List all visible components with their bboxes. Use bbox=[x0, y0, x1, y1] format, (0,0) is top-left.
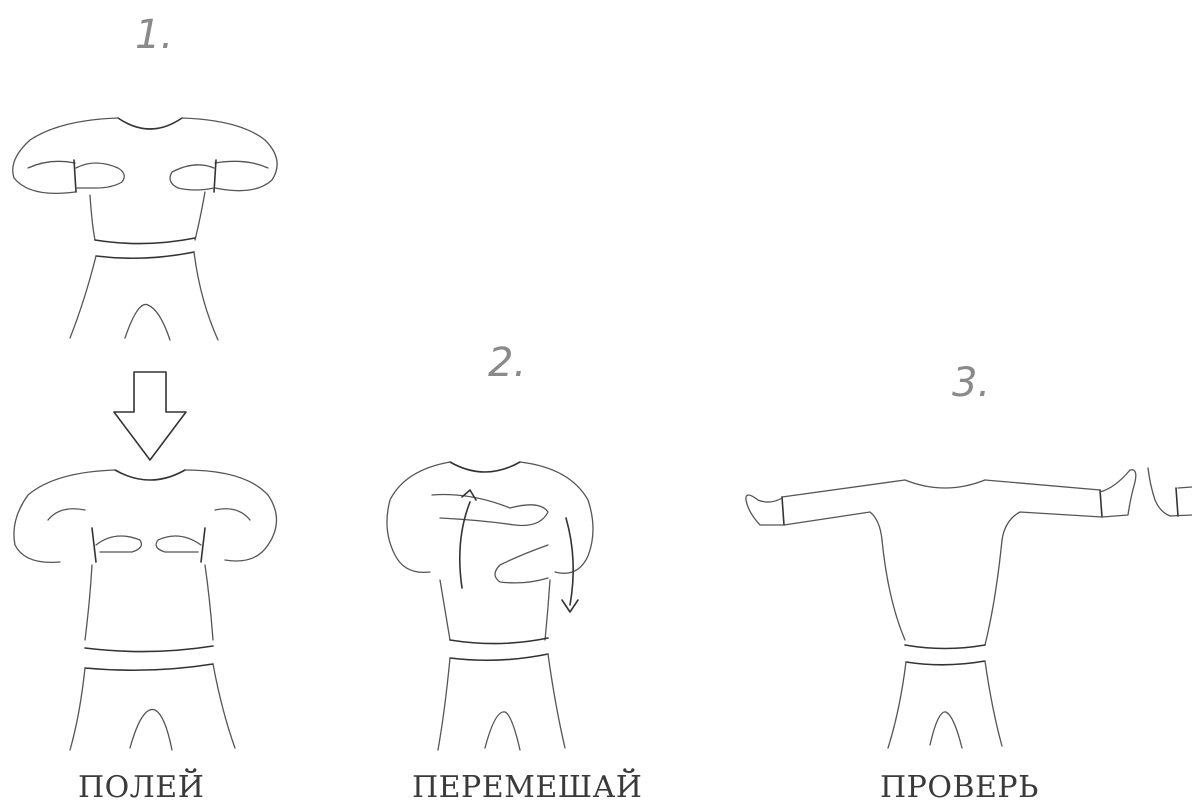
figure-step1-before bbox=[13, 118, 277, 340]
step-1-caption: ПОЛЕЙ bbox=[78, 770, 204, 805]
step-1-number: 1. bbox=[135, 12, 173, 58]
figure-step1-after bbox=[14, 470, 277, 750]
figure-step3 bbox=[746, 468, 1192, 748]
step-2-number: 2. bbox=[488, 340, 526, 386]
step-3-number: 3. bbox=[952, 360, 990, 406]
step-3-caption: ПРОВЕРЬ bbox=[880, 770, 1039, 805]
down-arrow-icon bbox=[114, 372, 186, 460]
figure-step2 bbox=[387, 462, 593, 750]
step-2-caption: ПЕРЕМЕШАЙ bbox=[412, 770, 642, 805]
